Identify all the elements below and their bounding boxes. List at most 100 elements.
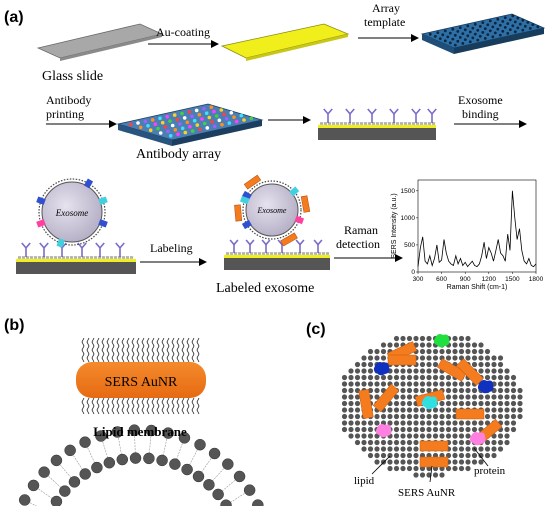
lipid-head [194,438,206,451]
lipid-head [50,495,63,506]
lipid-dot [367,368,374,374]
lipid-dot [413,374,419,381]
lipid-dot [478,452,484,459]
lipid-dot [465,446,471,452]
lipid-dot [452,465,458,472]
lipid-dot [400,433,406,439]
array-hole [503,26,507,29]
lipid-dot [439,374,445,381]
spectrum-y-tick-label: 1500 [401,188,416,195]
lipid-dot [445,400,452,407]
antibody-spot [217,118,222,123]
antibody-spot [138,125,143,130]
lipid-dot [400,387,406,394]
antibody-arm [39,242,45,249]
lipid-dot [387,465,393,472]
antibody-arm [431,108,437,115]
surface-ligand [136,337,140,363]
antibody-spot [183,130,188,135]
lipid-dot [426,361,432,368]
lipid-dot [413,420,419,426]
lipid-dot [341,413,348,420]
lipid-dot [419,361,426,368]
lipid-head [103,456,116,469]
surface-ligand [176,397,180,415]
surface-ligand [186,337,190,363]
array-template-label-2: template [364,15,405,29]
lipid-dot [348,400,354,407]
lipid-dot [491,446,497,452]
lipid-dot [517,400,523,407]
lipid-dot [348,387,354,394]
lipid-dot [367,355,374,361]
array-hole [481,31,485,34]
lipid-dot [452,342,458,348]
lipid-head [116,453,129,466]
surface-ligand [81,397,85,415]
array-hole [528,27,532,30]
surface-linker [309,251,314,256]
lipid-dot [406,446,413,452]
surface-ligand [86,337,90,363]
array-hole [506,22,510,25]
surface-linker [301,251,306,256]
antibody-arm [233,239,239,246]
array-hole [481,21,485,24]
sers-aunr-rod [76,362,206,398]
surface-ligand [196,337,200,363]
spectrum-x-tick-label: 1200 [482,276,497,283]
lipid-dot [413,368,419,374]
antibody-arm [295,239,301,246]
lipid-dot [419,420,426,426]
aunr-rod [456,358,484,386]
lipid-dot [432,355,439,361]
lipid-dot [465,439,471,446]
array-hole [508,18,512,22]
array-hole [506,32,510,35]
lipid-dot [341,420,348,426]
lipid-dot [426,426,432,433]
array-hole [491,35,495,39]
lipid-dot [497,368,504,374]
lipid-dot [458,381,465,387]
surface-ligand [91,337,95,363]
surface-linker [253,251,258,256]
lipid-dot [361,420,367,426]
array-hole [493,31,497,35]
lipid-dot [406,465,413,472]
membrane-protein [98,196,108,205]
lipid-dot [497,439,504,446]
lipid-dot [393,368,400,374]
lipid-dot [367,361,374,368]
lipid-dot [510,426,517,433]
surface-linker [289,251,294,256]
lipid-head [68,476,81,488]
lipid-dot [439,400,445,407]
lipid-dot [452,420,458,426]
surface-linker [285,251,290,256]
lipid-dot [354,374,361,381]
membrane-protein [433,334,450,348]
lipid-dot [393,342,400,348]
lipid-dot [348,381,354,387]
lipid-dot [374,446,380,452]
lipid-dot [341,400,348,407]
spectrum-x-tick-label: 1800 [529,276,544,283]
surface-ligand [106,397,110,415]
antibody-spot [166,129,170,134]
lipid-dot [387,459,393,465]
aunr-label-rod [280,232,298,247]
lipid-dot [348,420,354,426]
surface-linker [367,121,372,126]
antibody-spot [207,115,212,120]
surface-linker [85,255,90,260]
lipid-dot [354,433,361,439]
array-hole [461,42,465,45]
lipid-head [64,444,76,457]
lipid-dot [419,472,426,478]
spectrum-x-tick-label: 300 [413,276,424,283]
lipid-dot [393,433,400,439]
lipid-dot [439,433,445,439]
antibody-spot [187,110,192,114]
lipid-dot [465,381,471,387]
